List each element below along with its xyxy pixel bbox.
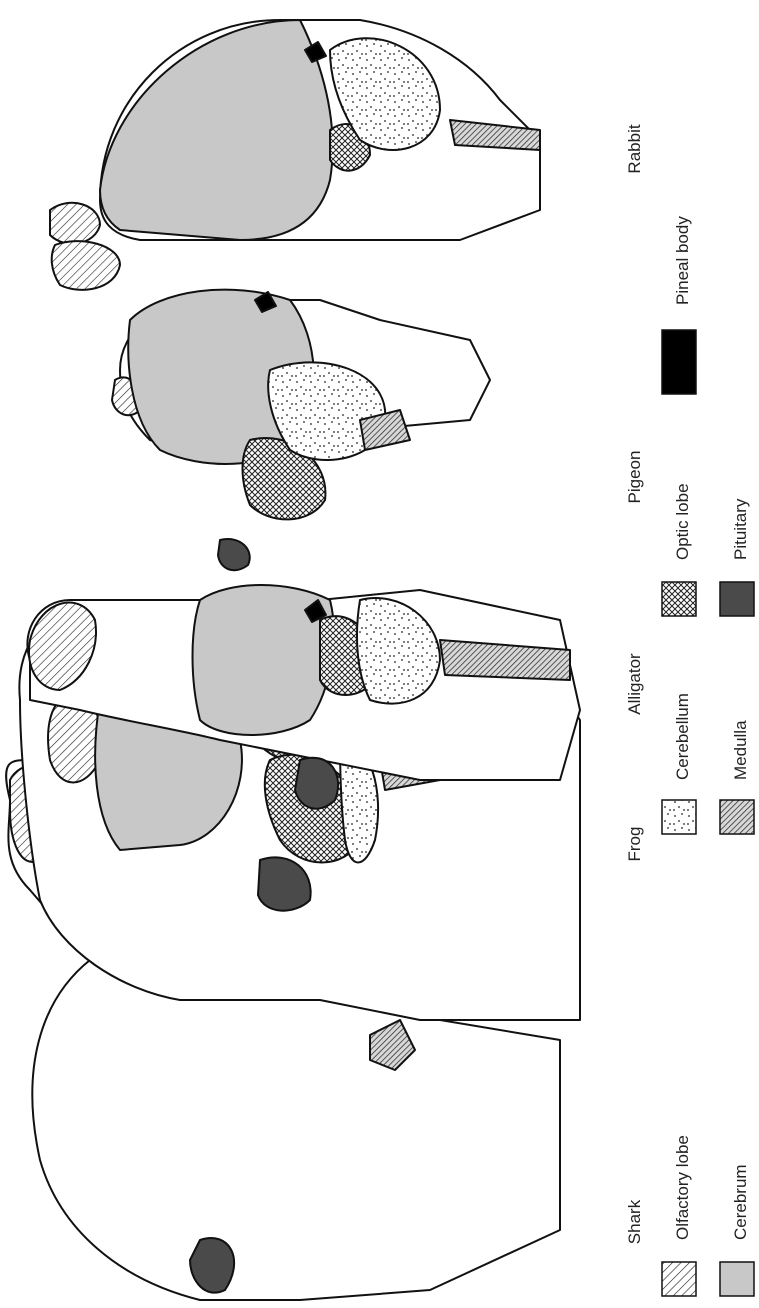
legend-swatch-pineal	[662, 330, 696, 394]
legend-swatch-pituitary	[720, 582, 754, 616]
pigeon-pituitary	[218, 539, 250, 570]
species-label-pigeon: Pigeon	[625, 451, 644, 504]
legend-swatch-cerebellum	[662, 800, 696, 834]
legend-label-olfactory: Olfactory lobe	[673, 1135, 692, 1240]
legend-swatch-olfactory	[662, 1262, 696, 1296]
species-label-rabbit: Rabbit	[625, 124, 644, 173]
pigeon-brain	[112, 290, 490, 571]
legend-label-cerebellum: Cerebellum	[673, 693, 692, 780]
species-label-alligator: Alligator	[625, 653, 644, 715]
rabbit-brain	[50, 20, 540, 290]
species-label-shark: Shark	[625, 1199, 644, 1244]
rabbit-medulla	[450, 120, 540, 150]
alligator-pituitary	[295, 758, 338, 809]
rabbit-olfactory-lobe-1	[50, 203, 100, 244]
species-label-frog: Frog	[625, 827, 644, 862]
legend-swatch-optic	[662, 582, 696, 616]
legend-label-pituitary: Pituitary	[731, 498, 750, 560]
rabbit-olfactory-lobe-2	[52, 241, 120, 290]
rabbit-cerebrum	[100, 20, 333, 240]
legend-swatch-cerebrum	[720, 1262, 754, 1296]
legend-label-cerebrum: Cerebrum	[731, 1164, 750, 1240]
legend-label-pineal: Pineal body	[673, 216, 692, 305]
legend-swatch-medulla	[720, 800, 754, 834]
legend: Olfactory lobe Cerebrum Cerebellum Medul…	[662, 216, 754, 1296]
legend-label-optic: Optic lobe	[673, 483, 692, 560]
legend-label-medulla: Medulla	[731, 720, 750, 780]
